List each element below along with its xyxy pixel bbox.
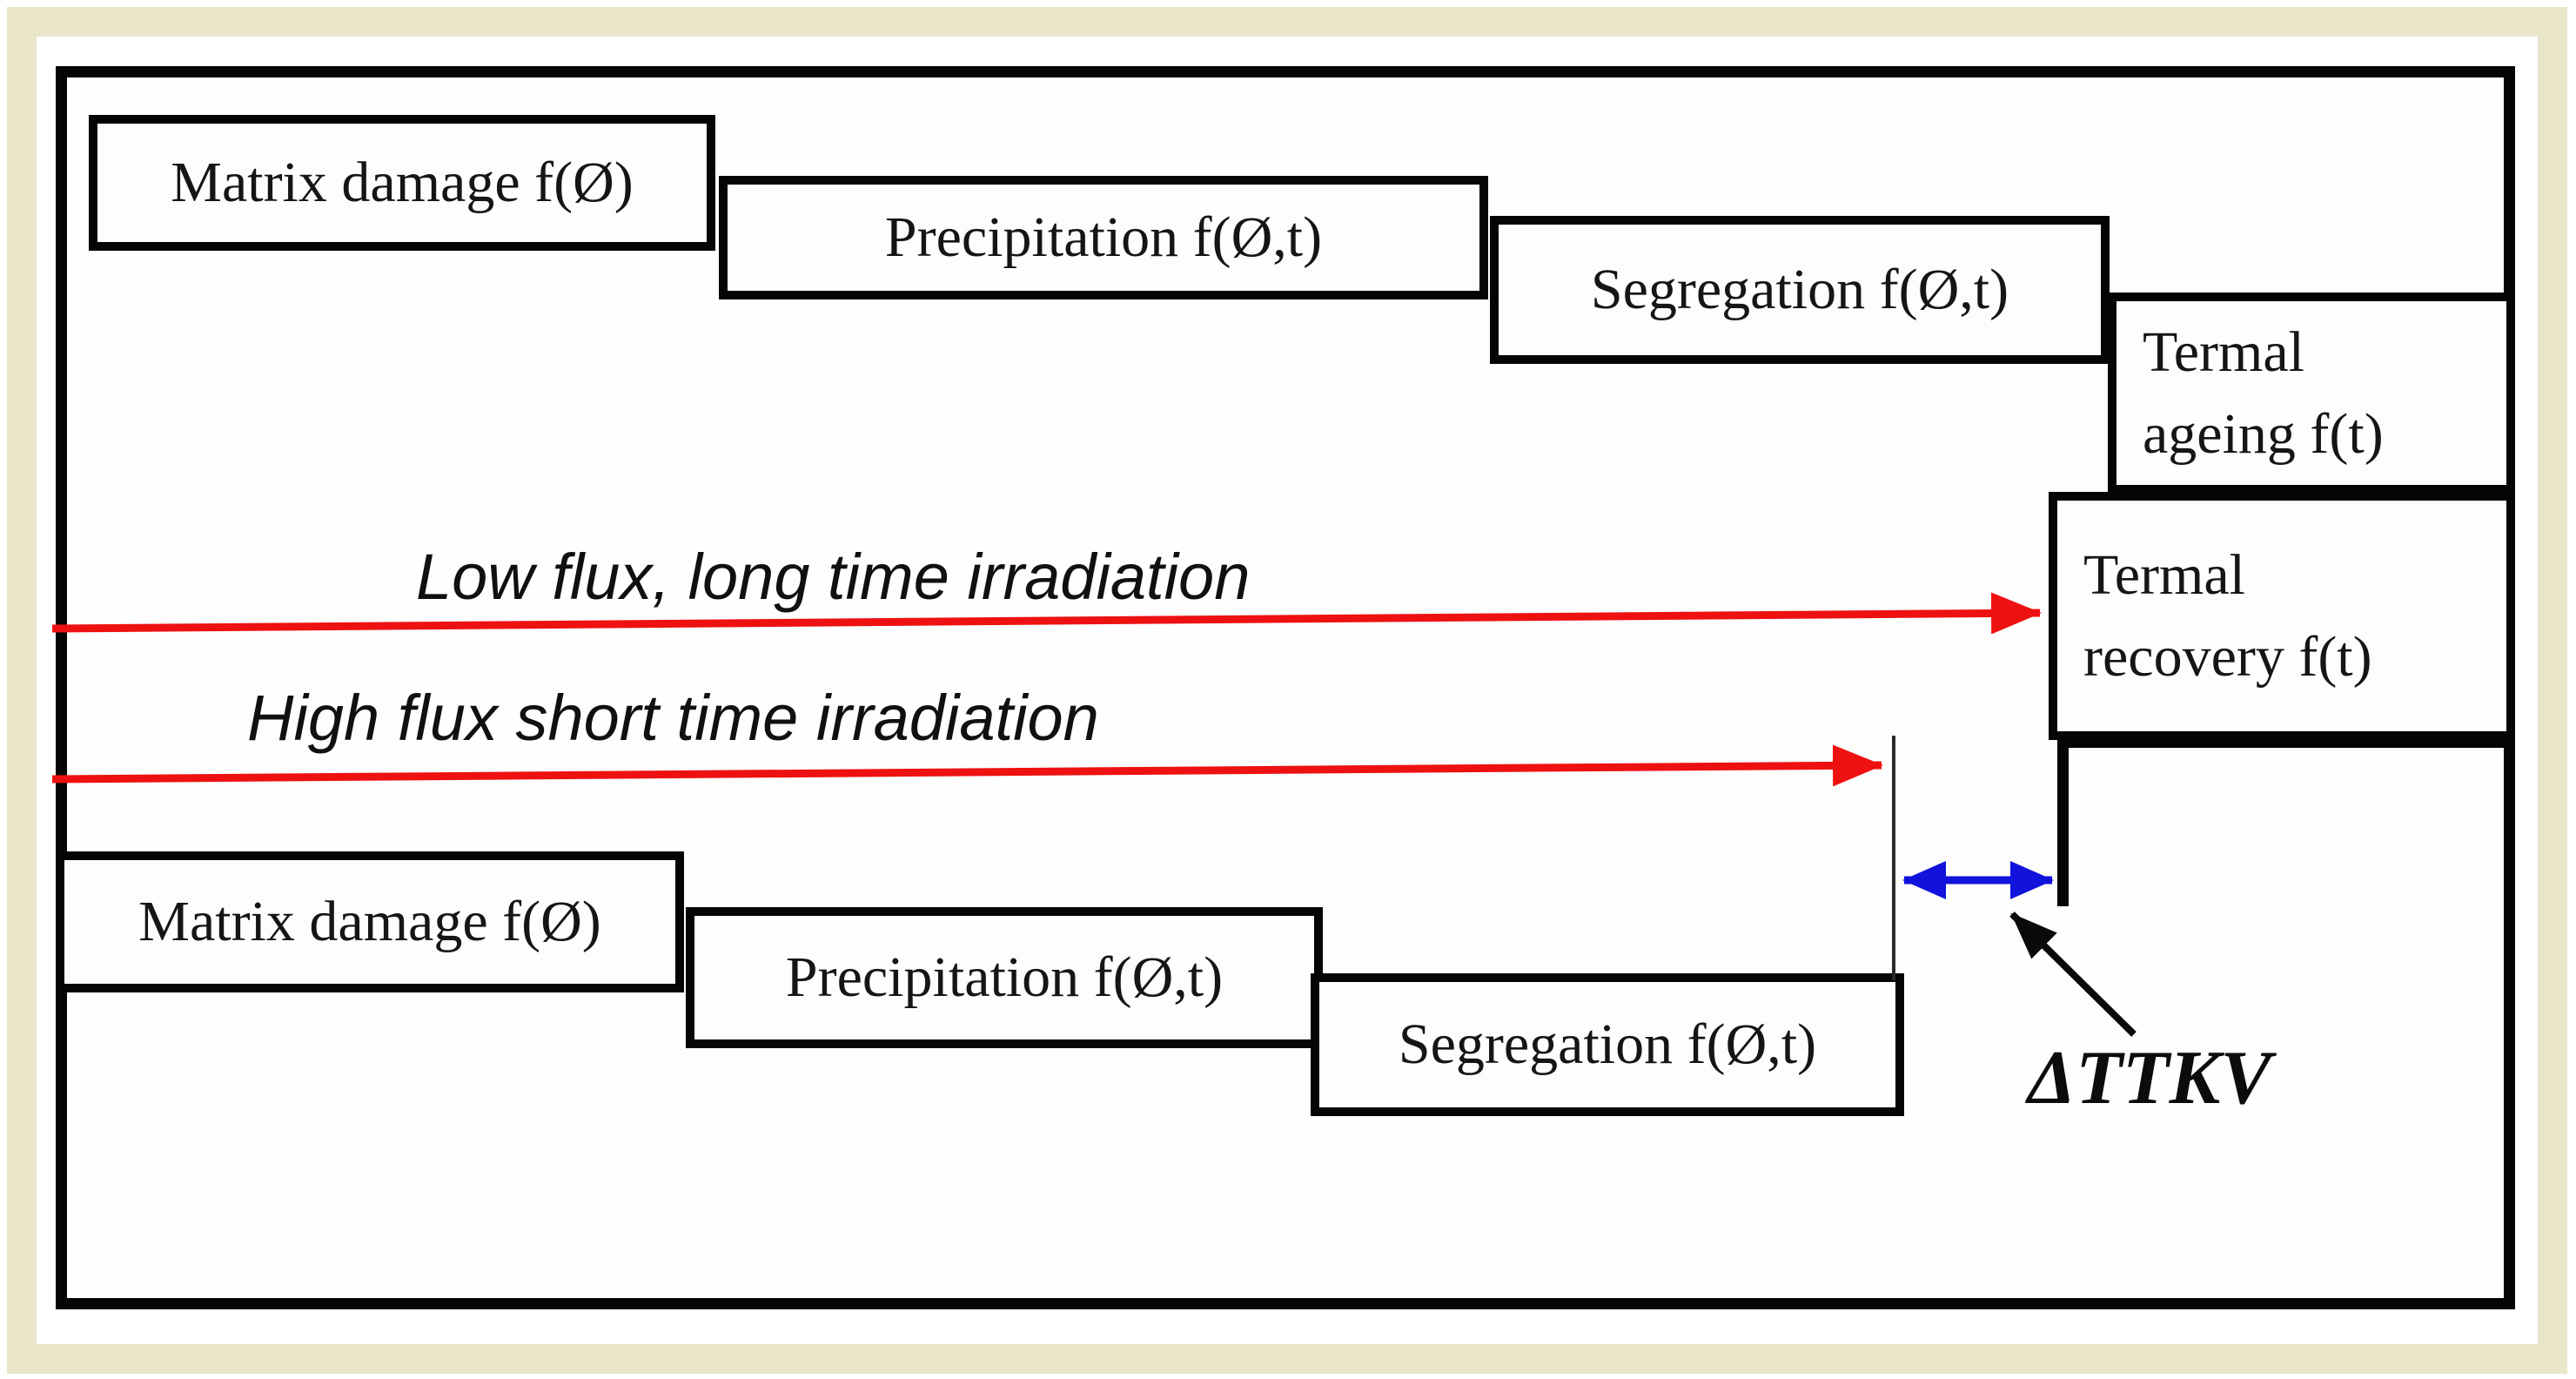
box-precipitation-bottom-label: Precipitation f(Ø,t) [785,945,1224,1010]
box-segregation-bottom-label: Segregation f(Ø,t) [1398,1012,1817,1077]
box-matrix-damage-bottom: Matrix damage f(Ø) [56,851,684,992]
slide-frame [7,7,2567,1374]
delta-ttkv-annotation: ΔTTKV [2028,1036,2272,1120]
box-segregation-top: Segregation f(Ø,t) [1490,216,2110,364]
high-flux-annotation: High flux short time irradiation [247,682,1099,754]
box-matrix-damage-bottom-label: Matrix damage f(Ø) [138,890,601,954]
open-corner-box [2057,737,2515,906]
box-matrix-damage-top: Matrix damage f(Ø) [89,115,715,251]
box-segregation-top-label: Segregation f(Ø,t) [1590,258,2009,322]
low-flux-annotation: Low flux, long time irradiation [416,541,1251,613]
box-thermal-ageing-label: Termal ageing f(t) [2143,320,2384,466]
box-matrix-damage-top-label: Matrix damage f(Ø) [171,151,634,215]
box-segregation-bottom: Segregation f(Ø,t) [1311,973,1904,1116]
box-precipitation-top-label: Precipitation f(Ø,t) [884,205,1323,270]
box-thermal-recovery: Termal recovery f(t) [2049,492,2515,740]
box-precipitation-top: Precipitation f(Ø,t) [719,176,1488,299]
box-thermal-ageing: Termal ageing f(t) [2108,293,2515,494]
box-precipitation-bottom: Precipitation f(Ø,t) [686,907,1323,1048]
box-thermal-recovery-label: Termal recovery f(t) [2083,542,2372,689]
